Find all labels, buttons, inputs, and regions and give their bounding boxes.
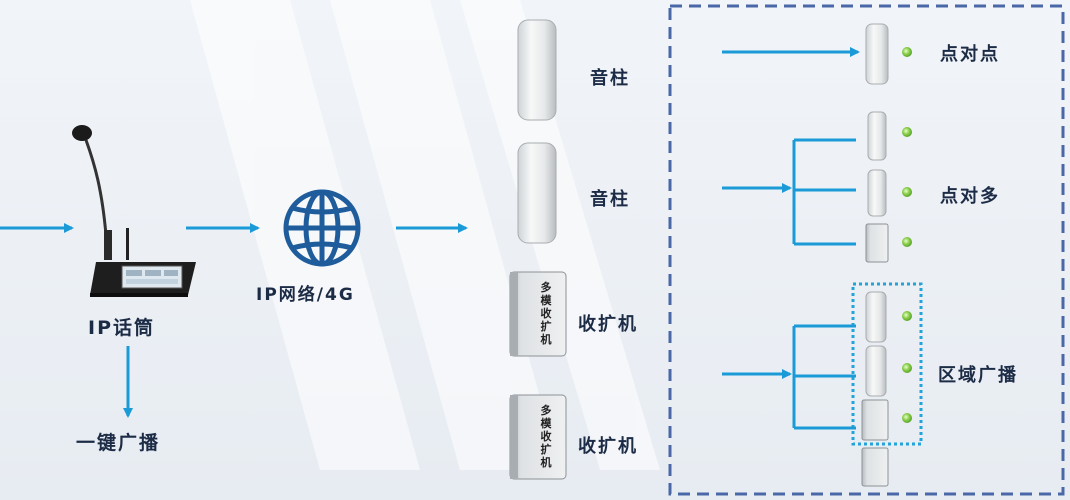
column-speaker-2-label: 音柱 (590, 189, 630, 210)
one-key-broadcast-label: 一键广播 (76, 432, 161, 454)
column-speaker-1-label: 音柱 (590, 68, 630, 89)
p2m-label: 点对多 (940, 186, 1000, 207)
amp-box-2-text: 多模收扩机 (540, 404, 552, 469)
globe-icon (283, 189, 361, 267)
zone-group (722, 282, 923, 487)
p2m-group (722, 111, 912, 263)
mic-label: IP话筒 (88, 317, 155, 339)
amplifier-box-1 (509, 271, 567, 357)
flow-arrows (0, 223, 468, 418)
amplifier-2-label: 收扩机 (578, 436, 638, 457)
amplifier-box-2 (509, 394, 567, 480)
amplifier-1-label: 收扩机 (578, 314, 638, 335)
zone-broadcast-label: 区域广播 (938, 365, 1018, 386)
ip-microphone (72, 125, 196, 297)
p2p-label: 点对点 (940, 44, 1000, 65)
p2p-group (722, 23, 912, 85)
scenario-frame (668, 4, 1065, 496)
network-label: IP网络/4G (256, 285, 355, 305)
amp-box-1-text: 多模收扩机 (540, 281, 552, 346)
column-speaker-2 (517, 142, 557, 244)
column-speaker-1 (517, 19, 557, 121)
